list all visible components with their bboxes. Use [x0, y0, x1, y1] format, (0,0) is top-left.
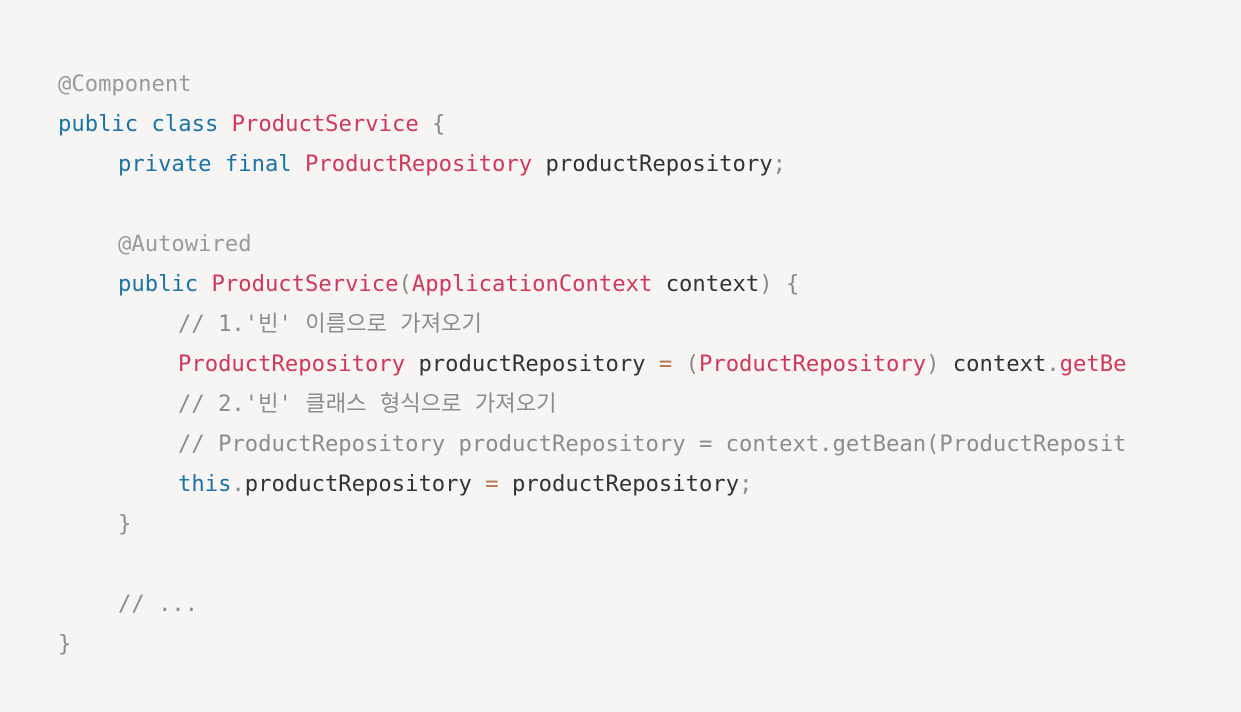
brace-open: {	[432, 111, 446, 137]
field-name: productRepository	[545, 151, 773, 177]
code-line-9: // 2.'빈' 클래스 형식으로 가져오기	[58, 384, 1126, 424]
code-line-8: ProductRepository productRepository = (P…	[58, 344, 1126, 384]
paren-close: )	[759, 271, 773, 297]
dot: .	[231, 471, 245, 497]
annotation-component: @Component	[58, 71, 192, 97]
dot: .	[1046, 351, 1060, 377]
param-type: ApplicationContext	[411, 271, 653, 297]
brace-open: {	[785, 271, 800, 297]
param-name: context	[665, 271, 760, 297]
keyword-this: this	[178, 471, 232, 497]
code-line-11: this.productRepository = productReposito…	[58, 464, 1126, 504]
code-line-4-blank	[58, 184, 1126, 224]
keyword-private: private	[118, 151, 212, 177]
comment-alternative: // ProductRepository productRepository =…	[178, 431, 1127, 457]
comment-ellipsis: // ...	[118, 591, 199, 617]
cast-type: ProductRepository	[698, 351, 927, 377]
brace-close: }	[118, 511, 132, 537]
keyword-public: public	[118, 271, 199, 297]
semicolon: ;	[772, 151, 786, 177]
brace-close: }	[58, 631, 72, 657]
comment-2: // 2.'빈' 클래스 형식으로 가져오기	[178, 391, 557, 417]
context-ref: context	[952, 351, 1047, 377]
code-line-13-blank	[58, 544, 1126, 584]
code-line-3: private final ProductRepository productR…	[58, 144, 1126, 184]
class-name: ProductService	[231, 111, 419, 137]
this-field: productRepository	[244, 471, 472, 497]
comment-1: // 1.'빈' 이름으로 가져오기	[178, 311, 482, 337]
constructor-name: ProductService	[211, 271, 399, 297]
code-line-14: // ...	[58, 584, 1126, 624]
keyword-public: public	[58, 111, 139, 137]
code-line-1: @Component	[58, 64, 1126, 104]
paren-open: (	[685, 351, 699, 377]
code-line-10: // ProductRepository productRepository =…	[58, 424, 1126, 464]
code-line-12: }	[58, 504, 1126, 544]
code-line-15: }	[58, 624, 1126, 664]
keyword-final: final	[224, 151, 292, 177]
code-line-7: // 1.'빈' 이름으로 가져오기	[58, 304, 1126, 344]
field-type: ProductRepository	[305, 151, 533, 177]
paren-open: (	[398, 271, 412, 297]
local-var: productRepository	[418, 351, 646, 377]
paren-close: )	[926, 351, 940, 377]
code-line-6: public ProductService(ApplicationContext…	[58, 264, 1126, 304]
semicolon: ;	[739, 471, 753, 497]
local-type: ProductRepository	[178, 351, 406, 377]
keyword-class: class	[151, 111, 219, 137]
annotation-autowired: @Autowired	[118, 231, 252, 257]
assign-operator: =	[658, 351, 673, 377]
code-line-2: public class ProductService {	[58, 104, 1126, 144]
local-var-ref: productRepository	[511, 471, 740, 497]
method-getbean: getBe	[1059, 351, 1127, 377]
assign-operator: =	[485, 471, 499, 497]
code-line-5: @Autowired	[58, 224, 1126, 264]
